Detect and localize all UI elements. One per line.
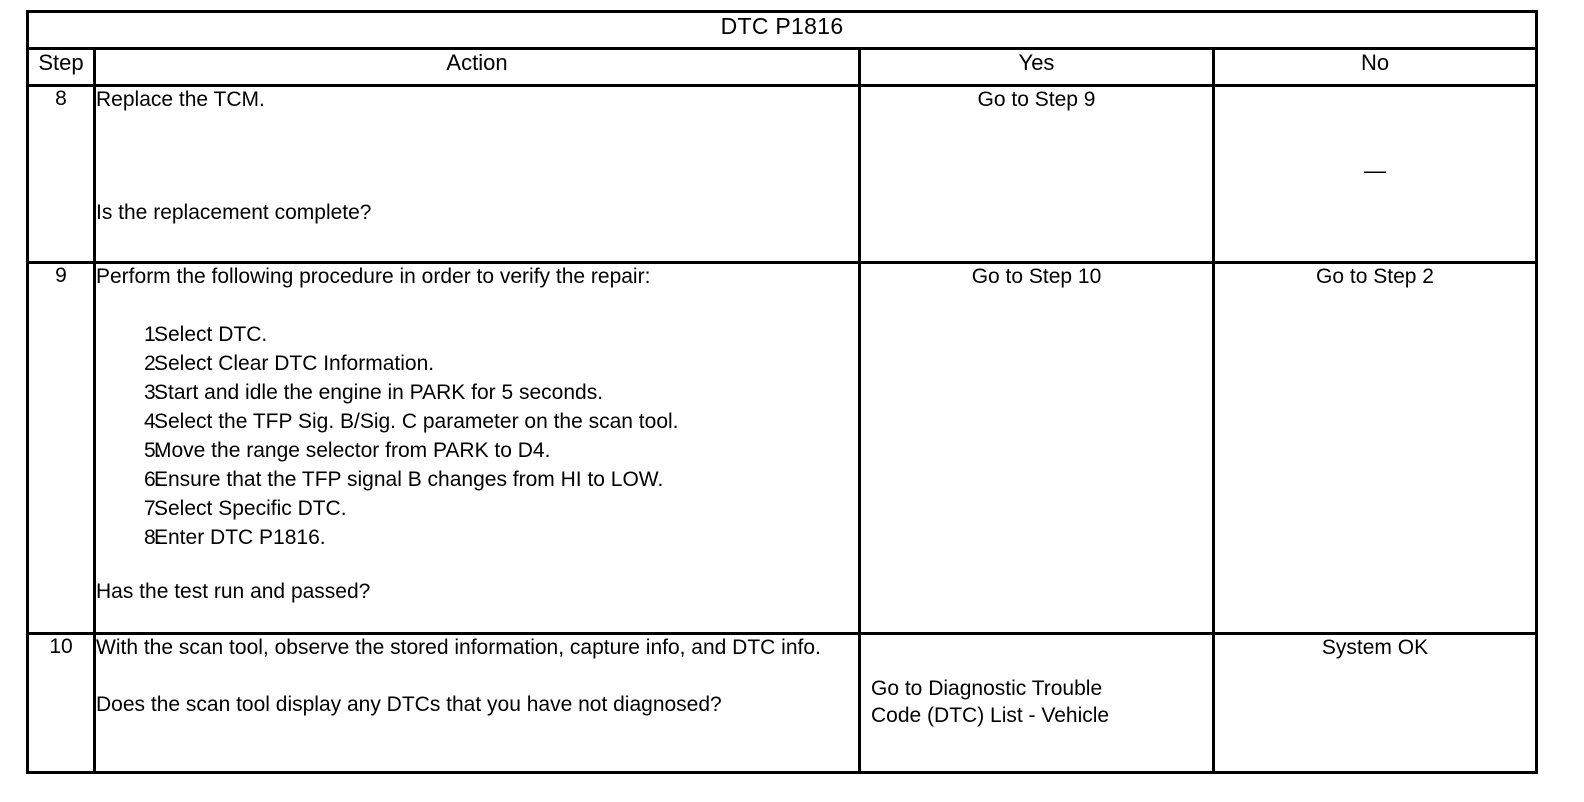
action-lead-text: Replace the TCM.: [96, 88, 265, 111]
procedure-item: 6. Ensure that the TFP signal B changes …: [96, 466, 858, 495]
procedure-item: 2. Select Clear DTC Information.: [96, 350, 858, 379]
no-result-cell: —: [1212, 84, 1538, 264]
action-spacer: [96, 114, 858, 200]
yes-result-line-2: Code (DTC) List - Vehicle: [871, 704, 1110, 727]
procedure-item-number: 2.: [144, 351, 162, 375]
procedure-item-text: Start and idle the engine in PARK for 5 …: [154, 380, 604, 404]
yes-result-line-1: Go to Diagnostic Trouble: [871, 677, 1103, 701]
procedure-item-number: 1.: [144, 322, 162, 346]
procedure-item: 5. Move the range selector from PARK to …: [96, 437, 858, 466]
column-header-action: Action: [93, 47, 861, 87]
procedure-item-text: Move the range selector from PARK to D4.: [154, 438, 551, 462]
procedure-item-text: Select the TFP Sig. B/Sig. C parameter o…: [154, 409, 679, 433]
no-result-cell: System OK: [1212, 632, 1538, 774]
table-title-row: DTC P1816: [26, 10, 1538, 50]
step-number: 8: [26, 84, 96, 264]
procedure-item: 4. Select the TFP Sig. B/Sig. C paramete…: [96, 408, 858, 437]
step-number: 10: [26, 632, 96, 774]
action-lead-text: Perform the following procedure in order…: [96, 265, 651, 288]
procedure-item-number: 7.: [144, 496, 162, 520]
procedure-item: 3. Start and idle the engine in PARK for…: [96, 379, 858, 408]
column-header-no: No: [1212, 47, 1538, 87]
yes-result-cell: Go to Step 9: [858, 84, 1215, 264]
procedure-item-number: 3.: [144, 380, 162, 404]
action-question-text: Is the replacement complete?: [96, 200, 372, 224]
procedure-item-text: Select DTC.: [154, 322, 268, 346]
table-row: 8 Replace the TCM. Is the replacement co…: [26, 84, 1538, 264]
dtc-diagnostic-table: DTC P1816 Step Action Yes No 8 Replace t…: [26, 10, 1538, 774]
procedure-item-text: Select Clear DTC Information.: [154, 351, 435, 375]
table-row: 10 With the scan tool, observe the store…: [26, 632, 1538, 774]
action-cell: Perform the following procedure in order…: [93, 261, 861, 635]
action-cell: Replace the TCM. Is the replacement comp…: [93, 84, 861, 264]
procedure-item-text: Select Specific DTC.: [154, 496, 347, 520]
procedure-item-text: Enter DTC P1816.: [154, 525, 326, 549]
action-spacer: [96, 662, 858, 692]
procedure-item: 1. Select DTC.: [96, 321, 858, 350]
yes-result-cell: Go to Diagnostic Trouble Code (DTC) List…: [858, 632, 1215, 774]
table-title: DTC P1816: [26, 10, 1538, 50]
action-cell: With the scan tool, observe the stored i…: [93, 632, 861, 774]
column-header-yes: Yes: [858, 47, 1215, 87]
procedure-item-number: 5.: [144, 438, 162, 462]
procedure-item: 8. Enter DTC P1816.: [96, 524, 858, 553]
step-number: 9: [26, 261, 96, 635]
procedure-item-number: 6.: [144, 467, 162, 491]
action-lead-text: With the scan tool, observe the stored i…: [96, 636, 821, 659]
procedure-item-number: 4.: [144, 409, 162, 433]
procedure-item: 7. Select Specific DTC.: [96, 495, 858, 524]
action-question-text: Has the test run and passed?: [96, 579, 371, 603]
no-result-cell: Go to Step 2: [1212, 261, 1538, 635]
action-spacer: [96, 553, 858, 579]
action-question-text: Does the scan tool display any DTCs that…: [96, 692, 722, 716]
yes-result-cell: Go to Step 10: [858, 261, 1215, 635]
table-header-row: Step Action Yes No: [26, 47, 1538, 87]
procedure-list: 1. Select DTC. 2. Select Clear DTC Infor…: [96, 321, 858, 553]
table-row: 9 Perform the following procedure in ord…: [26, 261, 1538, 635]
column-header-step: Step: [26, 47, 96, 87]
procedure-item-text: Ensure that the TFP signal B changes fro…: [154, 467, 664, 491]
procedure-item-number: 8.: [144, 525, 162, 549]
